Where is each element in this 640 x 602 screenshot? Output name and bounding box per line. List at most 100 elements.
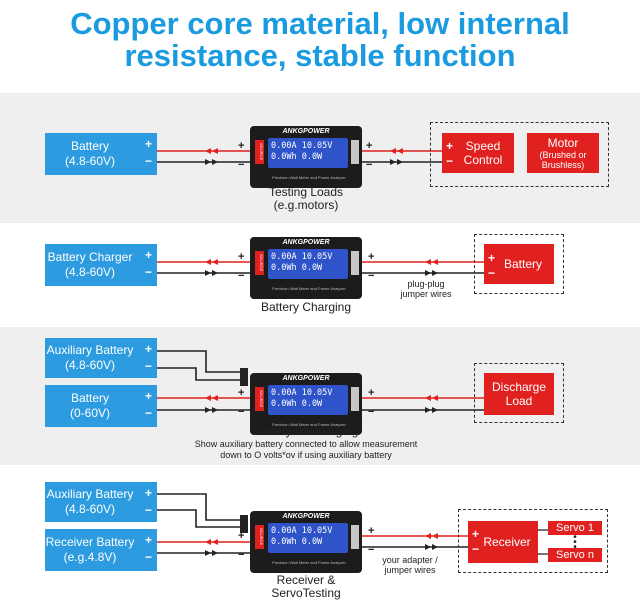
charger-label: Battery Charger [47, 250, 133, 264]
meter-minus-right: − [368, 406, 375, 418]
aux-note-line-2: down to O volts*ov if using auxiliary ba… [220, 450, 392, 460]
auxiliary-battery-box: Auxiliary Battery (4.8-60V) + − [45, 482, 157, 522]
meter-plus-right: + [368, 387, 375, 399]
meter-minus-right: − [368, 544, 375, 556]
servo-1-box: Servo 1 [548, 521, 602, 535]
watt-meter: ANKGPOWER SOURCE 0.00A 10.05V 0.0Wh 0.0W… [250, 126, 362, 188]
motor-type-1: (Brushed or [539, 150, 587, 160]
servo-n-box: Servo n [548, 548, 602, 562]
source-tab: SOURCE [255, 525, 264, 549]
receiver-battery-box: Receiver Battery (e.g.4.8V) + − [45, 529, 157, 571]
battery-box: Battery (4.8-60V) + − [45, 133, 157, 175]
discharge-load-box: Discharge Load [484, 373, 554, 415]
minus-sign: − [446, 154, 454, 168]
caption-testing-loads-example: (e.g.motors) [273, 198, 339, 212]
meter-subtitle: Precision Watt Meter and Power Analyzer [272, 560, 346, 565]
plus-sign: + [144, 248, 152, 262]
meter-line-1: 0.00A 10.05V [271, 252, 333, 262]
plus-sign: + [144, 137, 152, 151]
source-tab: SOURCE [255, 387, 264, 411]
jumper-note-1: plug-plug [407, 279, 445, 289]
battery-target-box [474, 234, 564, 294]
meter-plus-right: + [368, 251, 375, 263]
servo-n-label: Servo n [556, 549, 594, 561]
meter-minus-left: − [238, 549, 245, 561]
caption-battery-discharging: Battery Discharging [253, 424, 359, 438]
source-tab: SOURCE [255, 140, 264, 164]
meter-line-2: 0.0Wh 0.0W [271, 152, 323, 162]
load-tab [351, 387, 359, 411]
headline-line-2: resistance, stable function [124, 38, 516, 73]
meter-plus-left: + [238, 387, 245, 399]
receiver-battery-voltage: (e.g.4.8V) [63, 550, 117, 564]
meter-plus-left: + [238, 140, 245, 152]
meter-plus-left: + [238, 251, 245, 263]
meter-screen: 0.00A 10.05V 0.0Wh 0.0W [268, 385, 348, 415]
meter-plus-right: + [366, 140, 373, 152]
meter-screen: 0.00A 10.05V 0.0Wh 0.0W [268, 249, 348, 279]
discharge-label: Discharge [491, 380, 547, 394]
speed-control-box: + − Speed Control [442, 133, 514, 173]
watt-meter: ANKGPOWER SOURCE 0.00A 10.05V 0.0Wh 0.0W… [250, 373, 362, 435]
meter-minus-left: − [238, 406, 245, 418]
caption-receiver: Receiver & [276, 573, 336, 587]
motor-box: Motor (Brushed or Brushless) [527, 133, 599, 173]
meter-screen: 0.00A 10.05V 0.0Wh 0.0W [268, 523, 348, 553]
charger-voltage: (4.8-60V) [64, 265, 116, 279]
meter-line-1: 0.00A 10.05V [271, 526, 333, 536]
minus-sign: − [144, 503, 152, 517]
battery-voltage: (0-60V) [69, 406, 110, 420]
watt-meter: ANKGPOWER SOURCE 0.00A 10.05V 0.0Wh 0.0W… [250, 237, 362, 299]
meter-plus-left: + [238, 530, 245, 542]
minus-sign: − [144, 550, 152, 564]
load-label: Load [505, 394, 533, 408]
meter-minus-right: − [366, 159, 373, 171]
meter-brand: ANKGPOWER [282, 513, 330, 520]
plus-sign: + [144, 533, 152, 547]
discharge-load-group [474, 363, 564, 423]
battery-label: Battery [503, 257, 542, 271]
plus-sign: + [144, 389, 152, 403]
caption-battery-charging: Battery Charging [260, 300, 352, 314]
battery-voltage: (4.8-60V) [64, 154, 116, 168]
aux-label: Auxiliary Battery [46, 343, 134, 357]
battery-charger-box: Battery Charger (4.8-60V) + − [45, 244, 157, 286]
caption-servo-testing: ServoTesting [271, 586, 341, 600]
plus-sign: + [144, 342, 152, 356]
meter-brand: ANKGPOWER [282, 128, 330, 135]
meter-line-1: 0.00A 10.05V [271, 141, 333, 151]
headline-line-1: Copper core material, low internal [70, 6, 570, 41]
minus-sign: − [144, 154, 152, 168]
meter-minus-right: − [368, 270, 375, 282]
adapter-note-1: your adapter / [382, 555, 438, 565]
load-tab [351, 140, 359, 164]
battery-box: + − Battery [484, 244, 554, 284]
meter-subtitle: Precision Watt Meter and Power Analyzer [272, 422, 346, 427]
speed-label: Speed [465, 139, 501, 153]
meter-brand: ANKGPOWER [282, 239, 330, 246]
meter-minus-left: − [238, 270, 245, 282]
minus-sign: − [144, 406, 152, 420]
receiver-battery-label: Receiver Battery [45, 535, 135, 549]
receiver-box: + − Receiver [468, 521, 538, 563]
meter-line-1: 0.00A 10.05V [271, 388, 333, 398]
meter-line-2: 0.0Wh 0.0W [271, 399, 323, 409]
servo-ellipsis-icon: ••• [573, 532, 577, 553]
minus-sign: − [488, 266, 496, 280]
plus-sign: + [488, 251, 496, 265]
aux-label: Auxiliary Battery [46, 487, 134, 501]
plus-sign: + [446, 139, 454, 153]
caption-testing-loads: Testing Loads [268, 185, 344, 199]
servo-1-label: Servo 1 [556, 522, 594, 534]
battery-label: Battery [70, 391, 109, 405]
plus-sign: + [472, 527, 480, 541]
plus-sign: + [144, 486, 152, 500]
minus-sign: − [472, 542, 480, 556]
meter-brand: ANKGPOWER [282, 375, 330, 382]
minus-sign: − [144, 265, 152, 279]
motor-label: Motor [547, 136, 579, 150]
battery-box: Battery (0-60V) + − [45, 385, 157, 427]
minus-sign: − [144, 359, 152, 373]
motor-type-2: Brushless) [541, 160, 585, 170]
